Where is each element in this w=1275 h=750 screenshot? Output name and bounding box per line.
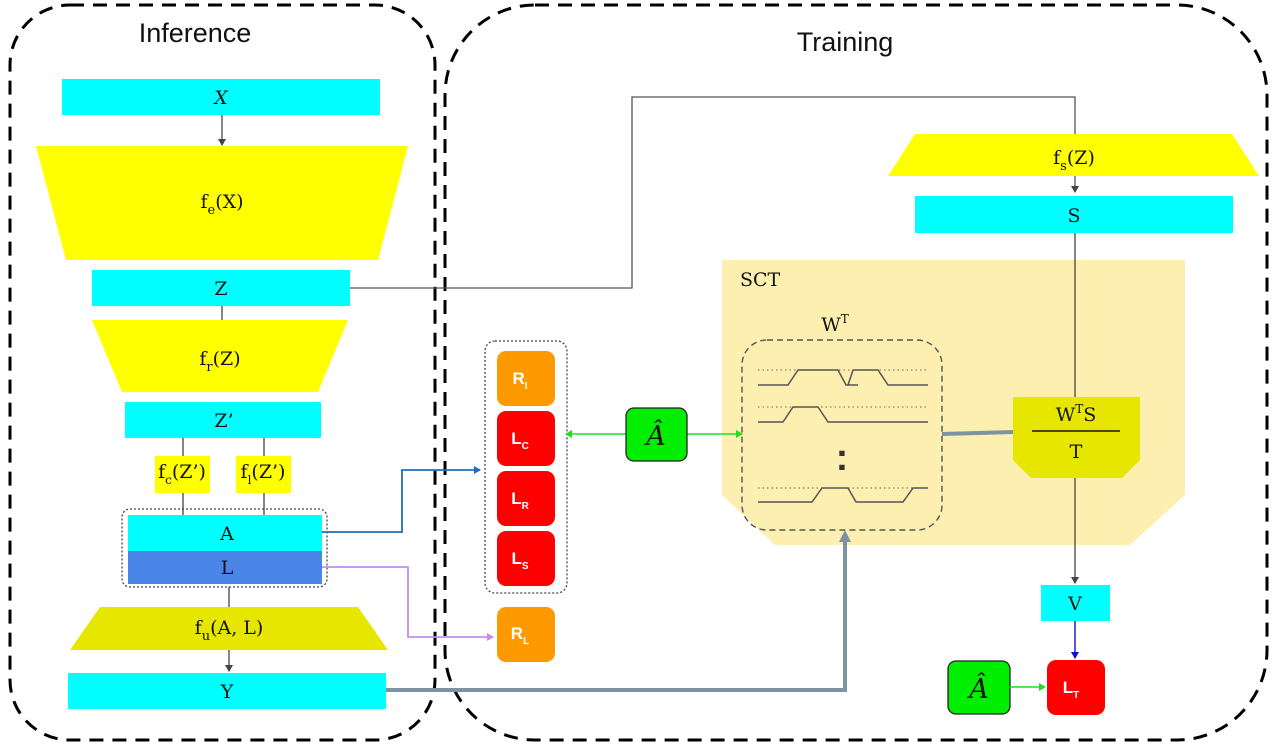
- wt-matrix-box: [741, 339, 943, 531]
- uncertainty-label: fu(A, L): [195, 617, 264, 644]
- wt-row-1-curve: [758, 369, 928, 386]
- loss-label-l-s: LS: [511, 549, 528, 572]
- sct-label: SCT: [740, 269, 781, 291]
- loss-box-r-i: [497, 351, 555, 406]
- encoder-label: fe(X): [200, 191, 243, 218]
- z-label: Z: [214, 278, 227, 300]
- ahat-box-middle: [625, 407, 688, 462]
- wt-row-n-curve: [758, 487, 928, 503]
- wt-row-2-curve: [758, 406, 928, 423]
- fraction-block: [1013, 397, 1140, 478]
- lt-box: [1047, 660, 1105, 715]
- a-box: [128, 515, 322, 551]
- z-box: [92, 270, 350, 306]
- losses-group-outline: [484, 340, 568, 594]
- v-box: [1041, 585, 1110, 621]
- z-to-fs-connector: [350, 96, 1079, 289]
- fs-block: [888, 134, 1259, 176]
- fraction-denominator: T: [1070, 441, 1083, 463]
- l-label: L: [221, 557, 234, 579]
- loss-stack: RI LC LR LS: [497, 351, 555, 586]
- a-label: A: [219, 523, 234, 545]
- localizer-block: [236, 456, 291, 493]
- fraction-numerator: WTS: [1056, 402, 1097, 426]
- ahat-label-bottom: Â: [966, 672, 989, 705]
- loss-label-l-r: LR: [511, 489, 529, 512]
- training-boundary: [443, 3, 1269, 742]
- loss-box-l-c: [497, 411, 555, 466]
- training-title: Training: [797, 27, 894, 57]
- l-box: [128, 551, 322, 584]
- classifier-label: fc(Z’): [158, 461, 206, 487]
- encoder-block: [36, 146, 408, 260]
- s-box: [915, 196, 1233, 233]
- refiner-block: [92, 320, 348, 392]
- l-to-rl-arrow: [322, 566, 494, 641]
- z-prime-box: [125, 402, 321, 438]
- refiner-label: fr(Z): [199, 348, 240, 375]
- ahat-label-middle: Â: [643, 419, 666, 452]
- inference-title: Inference: [139, 18, 252, 48]
- rl-label: RL: [511, 624, 529, 647]
- y-to-sct-arrow: [386, 530, 851, 692]
- x-label: X: [212, 87, 229, 109]
- loss-box-l-r: [497, 471, 555, 526]
- al-group-outline: [121, 508, 328, 588]
- lt-label: LT: [1063, 678, 1080, 701]
- uncertainty-block: [70, 607, 388, 650]
- y-box: [68, 673, 386, 709]
- loss-box-l-s: [497, 531, 555, 586]
- z-prime-label: Z’: [214, 410, 233, 432]
- rl-box: [497, 607, 555, 662]
- classifier-block: [155, 456, 210, 493]
- loss-label-r-i: RI: [512, 369, 527, 392]
- wt-ellipsis: :: [836, 437, 849, 479]
- fs-label: fs(Z): [1053, 147, 1095, 174]
- y-label: Y: [220, 681, 234, 703]
- wt-to-fraction-connector: [941, 430, 1015, 436]
- x-box: [62, 79, 380, 115]
- a-to-losses-arrow: [322, 466, 481, 533]
- localizer-label: fl(Z’): [241, 461, 286, 487]
- loss-label-l-c: LC: [511, 429, 529, 452]
- wt-label: WT: [821, 312, 849, 336]
- s-label: S: [1067, 205, 1080, 227]
- wt-rows: :: [758, 369, 928, 503]
- v-label: V: [1067, 593, 1082, 615]
